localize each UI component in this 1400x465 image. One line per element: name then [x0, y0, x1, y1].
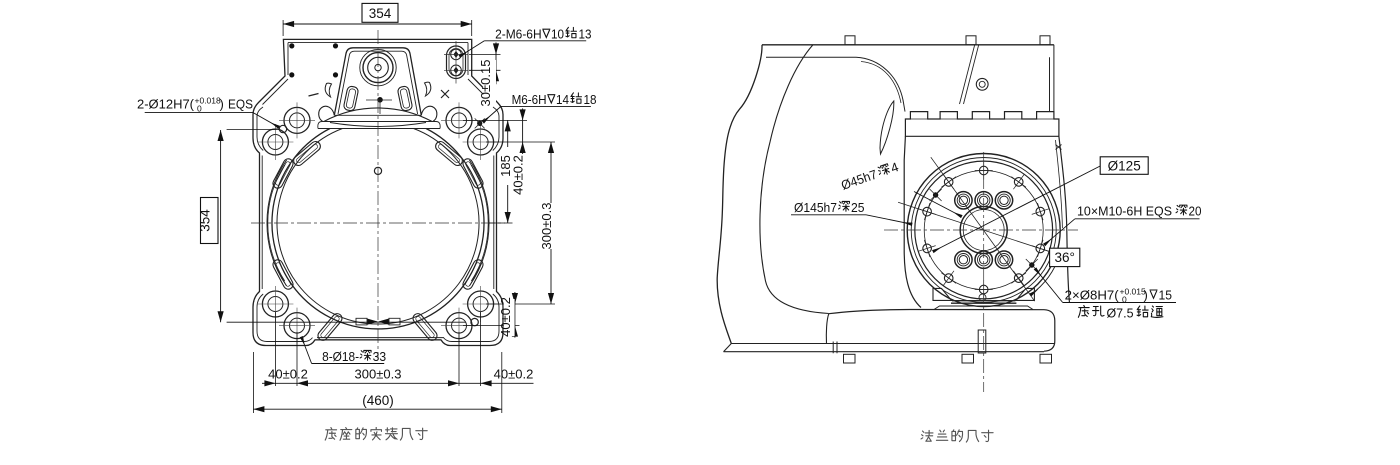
svg-text:): )	[1144, 287, 1148, 302]
svg-text:): )	[220, 97, 224, 112]
svg-text:Ø125: Ø125	[1108, 158, 1141, 173]
svg-text:+0.018: +0.018	[195, 96, 222, 106]
svg-text:40±0.2: 40±0.2	[494, 366, 534, 381]
svg-text:40±0.2: 40±0.2	[498, 297, 513, 337]
svg-text:20: 20	[1189, 204, 1202, 219]
svg-text:300±0.3: 300±0.3	[539, 203, 554, 250]
svg-text:300±0.3: 300±0.3	[355, 366, 402, 381]
svg-text:2×Ø8H7(: 2×Ø8H7(	[1065, 287, 1120, 302]
svg-text:4: 4	[889, 159, 901, 176]
svg-text:0: 0	[197, 104, 202, 114]
svg-text:30±0.15: 30±0.15	[478, 60, 493, 107]
svg-text:Ø145h7: Ø145h7	[794, 200, 837, 215]
svg-text:18: 18	[584, 92, 597, 107]
svg-text:10×M10-6H EQS: 10×M10-6H EQS	[1077, 204, 1172, 219]
svg-text:13: 13	[579, 27, 592, 42]
svg-text:354: 354	[369, 6, 392, 21]
svg-text:15: 15	[1159, 287, 1173, 302]
svg-text:185: 185	[498, 155, 513, 177]
svg-text:EQS: EQS	[228, 97, 253, 112]
svg-text:Ø7.5: Ø7.5	[1107, 306, 1134, 321]
svg-text:2-M6-6H: 2-M6-6H	[495, 27, 541, 42]
svg-text:40±0.2: 40±0.2	[268, 366, 308, 381]
svg-text:2-Ø12H7(: 2-Ø12H7(	[137, 97, 195, 112]
svg-text:354: 354	[198, 209, 213, 232]
svg-text:40±0.2: 40±0.2	[511, 155, 526, 195]
svg-text:8-Ø18-: 8-Ø18-	[322, 349, 359, 364]
svg-text:+0.015: +0.015	[1120, 286, 1147, 296]
svg-text:25: 25	[851, 200, 865, 215]
svg-text:33: 33	[373, 349, 387, 364]
svg-text:M6-6H: M6-6H	[512, 92, 547, 107]
svg-text:14: 14	[556, 92, 569, 107]
svg-text:0: 0	[1122, 294, 1127, 304]
svg-text:10: 10	[551, 27, 564, 42]
svg-text:(460): (460)	[362, 393, 394, 408]
svg-text:36°: 36°	[1054, 250, 1074, 265]
